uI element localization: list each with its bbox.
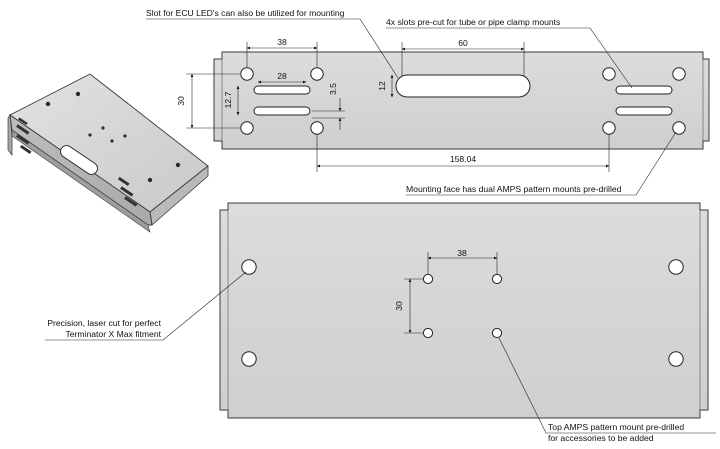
callout-led-slot: Slot for ECU LED's can also be utilized …	[146, 8, 345, 18]
amps-hole	[491, 273, 503, 285]
dim-center-slot-height: 12	[377, 81, 387, 91]
dim-front-hole-spacing: 38	[277, 37, 287, 47]
top-face-plate	[219, 202, 709, 419]
dim-overall-hole-span: 158.04	[450, 154, 477, 164]
mount-hole	[668, 259, 684, 275]
clamp-slot	[615, 106, 673, 116]
top-plate-dimensions	[186, 42, 610, 172]
plate-hole	[240, 121, 254, 135]
callout-top-amps-line2: for accessories to be added	[548, 433, 654, 443]
dim-front-slot-height: 3.5	[328, 83, 338, 95]
dim-top-hole-spacing: 38	[457, 248, 467, 258]
led-slot	[395, 74, 531, 98]
dim-front-hole-vertical: 30	[176, 96, 186, 106]
amps-hole	[422, 327, 434, 339]
top-plate-dimension-labels: 38 28 30 12.7 3.5 60 12 158.04	[176, 37, 476, 164]
amps-hole	[491, 327, 503, 339]
dim-center-slot-length: 60	[458, 38, 468, 48]
dim-top-hole-vertical: 30	[394, 301, 404, 311]
plate-hole	[672, 121, 686, 135]
plate-hole	[310, 121, 324, 135]
top-callouts: Slot for ECU LED's can also be utilized …	[146, 8, 677, 196]
mounting-face-plate	[213, 51, 710, 150]
clamp-slot	[253, 85, 311, 95]
plate-hole	[310, 67, 324, 81]
mount-hole	[668, 351, 684, 367]
plate-hole	[240, 67, 254, 81]
plate-hole	[602, 67, 616, 81]
callout-four-slots: 4x slots pre-cut for tube or pipe clamp …	[386, 17, 560, 27]
isometric-bracket-view	[7, 73, 209, 233]
clamp-slot	[615, 85, 673, 95]
dim-front-slot-offset: 12.7	[223, 91, 233, 108]
callout-mounting-face: Mounting face has dual AMPS pattern moun…	[406, 184, 622, 194]
top-face-dimensions	[404, 252, 498, 334]
clamp-slot	[253, 106, 311, 116]
mount-hole	[241, 259, 257, 275]
dim-front-slot-width: 28	[277, 71, 287, 81]
amps-hole	[422, 273, 434, 285]
callout-laser-cut-line2: Terminator X Max fitment	[65, 329, 161, 339]
mount-hole	[241, 351, 257, 367]
top-face-dimension-labels: 38 30	[394, 248, 467, 311]
callout-top-amps-line1: Top AMPS pattern mount pre-drilled	[548, 422, 684, 432]
bottom-callouts: Precision, laser cut for perfect Termina…	[45, 271, 716, 443]
plate-hole	[672, 67, 686, 81]
callout-laser-cut-line1: Precision, laser cut for perfect	[47, 318, 161, 328]
plate-hole	[602, 121, 616, 135]
